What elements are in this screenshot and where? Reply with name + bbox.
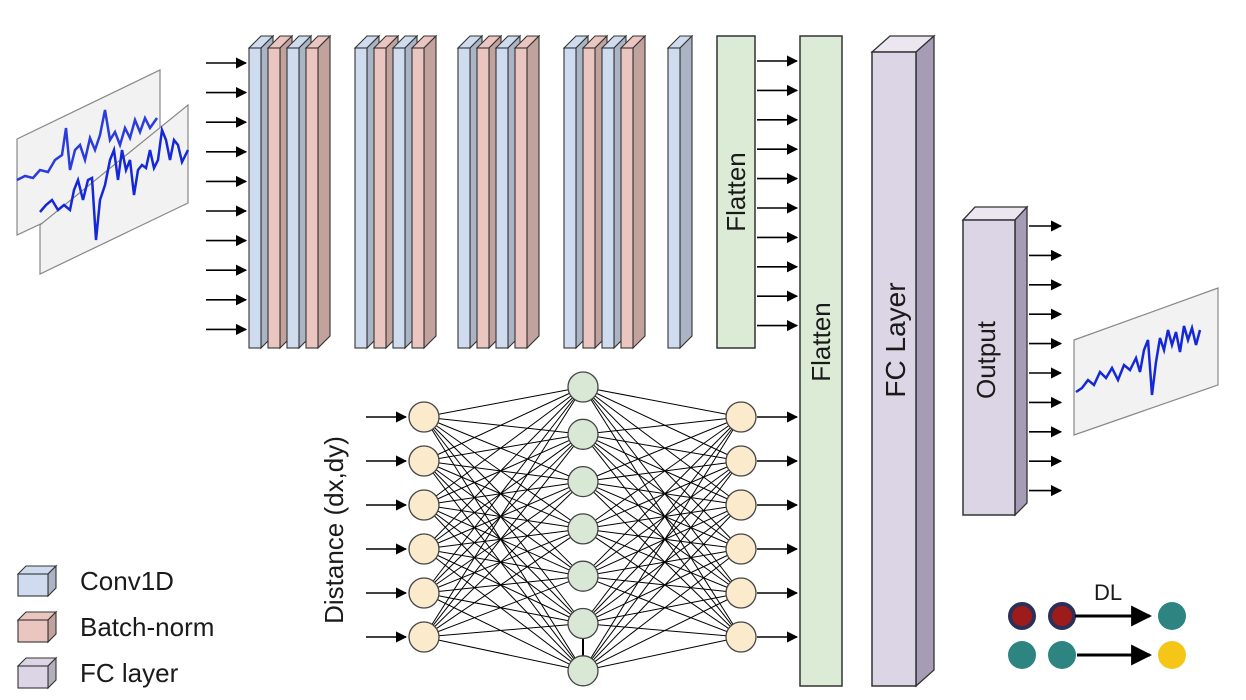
mlp-hidden-neuron — [567, 465, 599, 498]
flatten-output-arrows — [757, 55, 799, 332]
cnn-input-arrows — [206, 57, 248, 335]
fc-layer-block: FC Layer — [870, 34, 936, 688]
dl-teal-node-1 — [1008, 641, 1036, 669]
mlp-input-neuron — [408, 533, 440, 565]
legend-label: FC layer — [80, 658, 179, 688]
dl-teal-node-out — [1158, 602, 1186, 630]
mlp-input-neuron — [408, 445, 440, 477]
flatten-label-1: Flatten — [721, 152, 751, 232]
dl-label: DL — [1094, 580, 1122, 605]
mlp-input-neuron — [408, 401, 440, 433]
output-block: Output — [961, 205, 1029, 517]
legend-swatch — [17, 573, 49, 597]
cnn-blocks — [247, 34, 694, 350]
mlp-output-neuron — [725, 621, 757, 653]
legend-swatch — [17, 665, 49, 689]
legend-swatch — [17, 619, 49, 643]
input-signal-wave-back — [16, 109, 159, 182]
flatten-label-2: Flatten — [806, 302, 836, 382]
mlp-hidden-neuron — [567, 560, 599, 592]
flatten-block-2: Flatten — [799, 35, 843, 687]
mlp-output-neuron — [725, 533, 757, 565]
mlp-hidden-neuron — [567, 655, 599, 687]
mlp-output-neuron — [725, 401, 757, 433]
mlp-output-neuron — [725, 577, 757, 609]
mlp-hidden-neuron — [567, 607, 599, 640]
mlp-input-label: Distance (dx,dy) — [319, 436, 349, 624]
mlp-hidden-neuron — [567, 418, 599, 450]
dl-teal-node-2 — [1048, 641, 1076, 669]
conv1d-slab — [666, 34, 694, 350]
legend-label: Batch-norm — [80, 612, 214, 642]
legend-item: FC layer — [16, 656, 179, 690]
batchnorm-slab — [410, 34, 438, 350]
mlp-input-arrows — [366, 411, 408, 643]
input-signal-wave-front — [39, 125, 190, 241]
legend-label: Conv1D — [80, 566, 174, 596]
mlp-output-neuron — [725, 489, 757, 521]
legend-item: Conv1D — [16, 564, 174, 598]
mlp-input-neuron — [408, 489, 440, 521]
mlp-input-neuron — [408, 621, 440, 653]
input-signal-panels — [16, 69, 190, 275]
input-signal-panel-front — [39, 103, 189, 275]
legend-item: Batch-norm — [16, 610, 214, 644]
legend: Conv1D Batch-norm FC layer — [16, 564, 214, 690]
dl-red-node-1 — [1008, 602, 1036, 630]
mlp-output-neuron — [725, 445, 757, 477]
output-signal-panel — [1073, 287, 1219, 436]
output-signal-wave — [1075, 323, 1202, 396]
mlp-input-neuron — [408, 577, 440, 609]
fc-layer-label: FC Layer — [880, 282, 911, 397]
batchnorm-slab — [513, 34, 541, 350]
output-label: Output — [971, 320, 1001, 399]
dl-yellow-node — [1158, 641, 1186, 669]
batchnorm-slab — [304, 34, 332, 350]
dl-red-node-2 — [1048, 602, 1076, 630]
dl-icon: DL — [1008, 580, 1186, 669]
output-arrows — [1029, 220, 1063, 497]
mlp-neurons — [408, 371, 757, 687]
mlp-hidden-neuron — [567, 371, 599, 403]
flatten-block-1: Flatten — [716, 35, 756, 349]
mlp-hidden-neuron — [567, 513, 599, 545]
batchnorm-slab — [619, 34, 647, 350]
